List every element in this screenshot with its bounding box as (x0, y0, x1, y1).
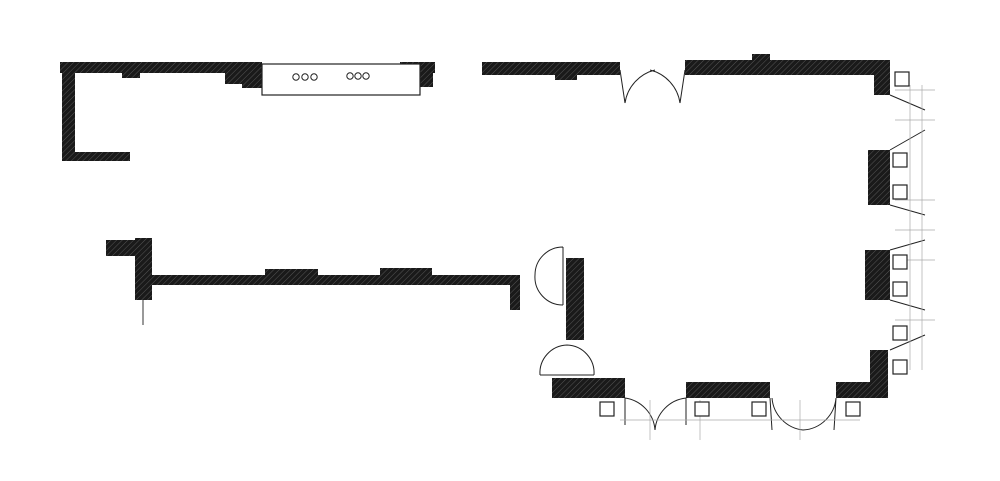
terrace-grid (620, 85, 935, 440)
middle-wall (106, 238, 520, 325)
planters (599, 71, 910, 417)
doors (534, 69, 926, 431)
right-room-walls (482, 54, 890, 398)
kitchen-counter (261, 63, 421, 96)
